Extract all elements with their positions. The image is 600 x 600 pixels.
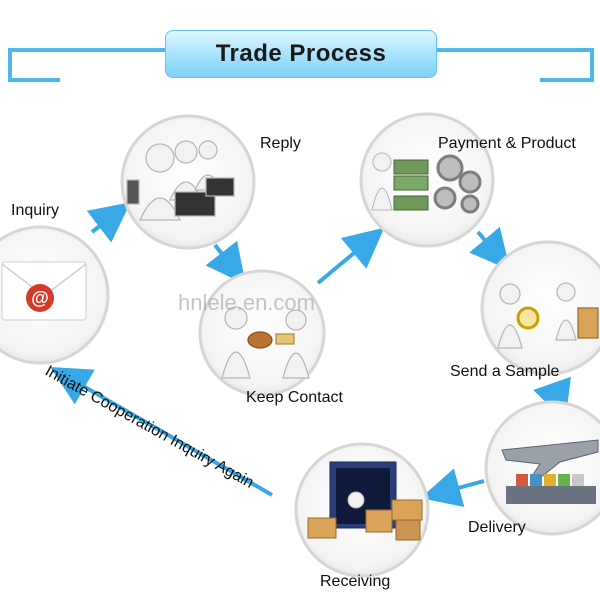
- header-bracket-left: [8, 48, 165, 82]
- step-label-keep-contact: Keep Contact: [246, 389, 343, 406]
- step-reply: [120, 114, 256, 250]
- arrow-reply-to-keepcontact: [205, 240, 246, 285]
- arrow-loop-again: [50, 367, 273, 497]
- step-send-sample: [480, 240, 600, 376]
- page-title: Trade Process: [165, 30, 437, 78]
- step-payment-product: [359, 112, 495, 248]
- flow-arrows: [50, 202, 571, 508]
- container-boxes-icon: [307, 461, 423, 541]
- header-bracket-right: [435, 48, 594, 82]
- arrow-inquiry-to-reply: [86, 202, 131, 243]
- call-center-agents-icon: [126, 140, 235, 221]
- arrow-delivery-to-receiving: [420, 468, 485, 508]
- step-label-send-sample: Send a Sample: [450, 363, 560, 380]
- step-label-receiving: Receiving: [320, 573, 391, 590]
- svg-text:@: @: [31, 288, 49, 308]
- figures-with-magnifier-and-cart-icon: [497, 282, 599, 349]
- step-delivery: [484, 400, 600, 536]
- money-and-gears-icon: [371, 152, 482, 214]
- arrow-keepcontact-to-payment: [316, 227, 385, 285]
- step-keep-contact: [198, 269, 326, 397]
- watermark: hnlele.en.com: [178, 290, 315, 315]
- handover-figures-icon: [221, 306, 310, 379]
- airplane-ship-truck-icon: [501, 439, 599, 504]
- step-label-reply: Reply: [260, 135, 301, 152]
- step-label-payment-product: Payment & Product: [438, 135, 576, 152]
- envelope-icon: @: [1, 261, 87, 321]
- step-label-delivery: Delivery: [468, 519, 526, 536]
- step-label-inquiry: Inquiry: [11, 202, 60, 219]
- step-inquiry: @: [0, 225, 110, 365]
- step-receiving: [294, 442, 430, 578]
- arrow-payment-to-sample: [469, 226, 511, 271]
